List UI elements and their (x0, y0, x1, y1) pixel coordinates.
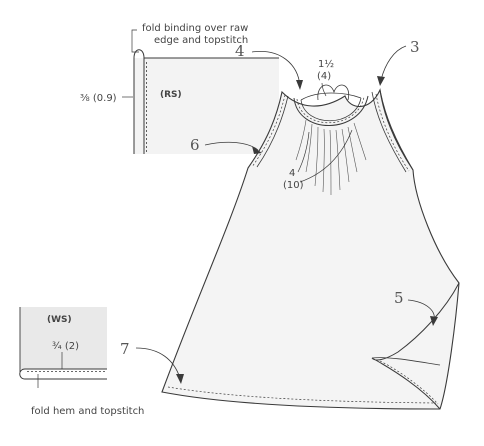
right-armhole-binding (371, 91, 407, 173)
callout-7: 7 (120, 340, 130, 358)
dress-outline (161, 88, 460, 410)
hem-inset: (WS) ¾ (2) fold hem and topstitch (19, 307, 144, 417)
binding-fabric-swatch (134, 58, 279, 154)
measure-gathers-leader-b (299, 129, 353, 183)
neck-bow-detail (317, 84, 350, 101)
left-armhole-binding (256, 95, 289, 168)
hem-topstitch (167, 386, 437, 404)
binding-width-label: ⅜ (0.9) (80, 93, 117, 104)
measure-gathers-leader-a (297, 131, 310, 173)
hem-note: fold hem and topstitch (31, 406, 144, 417)
callout-4: 4 (235, 42, 245, 60)
step-callouts: 4 3 6 5 7 (120, 38, 438, 384)
neckline-binding-outer (293, 95, 369, 126)
callout-6: 6 (190, 136, 200, 154)
callout-6-arrow (204, 141, 259, 151)
binding-inset: fold binding over raw edge and topstitch… (80, 23, 279, 154)
binding-side-label: (RS) (160, 90, 182, 100)
binding-fold-curl (133, 49, 145, 59)
hem-fold-curl (19, 368, 26, 380)
callout-5: 5 (394, 289, 404, 307)
callout-3-arrowhead (377, 76, 385, 86)
neckline-topstitch (296, 96, 365, 124)
callout-7-arrowhead (176, 374, 184, 384)
binding-note-leader (131, 29, 139, 53)
neckline-binding-inner (300, 97, 362, 122)
measure-gathers-imperial: 4 (289, 168, 295, 179)
callout-3-arrow (380, 45, 407, 81)
callout-5-arrowhead (430, 316, 438, 326)
measure-gathers-metric: (10) (283, 180, 304, 191)
hem-depth-label: ¾ (2) (52, 341, 79, 352)
callout-7-arrow (135, 347, 181, 379)
binding-note-line1: fold binding over raw (142, 23, 248, 34)
back-neck-line (300, 92, 362, 101)
callout-3: 3 (410, 38, 420, 56)
side-fold-hem (371, 357, 441, 366)
hem-fabric-swatch (20, 307, 107, 369)
measure-top-imperial: 1½ (318, 58, 334, 70)
measure-top-metric: (4) (317, 71, 331, 82)
measurement-gathers: 4 (10) (283, 129, 353, 191)
left-armhole-topstitch (251, 94, 286, 168)
gathers (295, 119, 367, 196)
hem-side-label: (WS) (47, 315, 72, 325)
measure-top-arrow (321, 82, 327, 97)
right-armhole-topstitch (375, 93, 410, 172)
measurement-top: 1½ (4) (317, 58, 334, 97)
binding-note-line2: edge and topstitch (154, 35, 248, 46)
back-armhole-edge (379, 89, 414, 171)
callout-4-arrowhead (296, 80, 303, 90)
callout-6-arrowhead (252, 146, 262, 154)
